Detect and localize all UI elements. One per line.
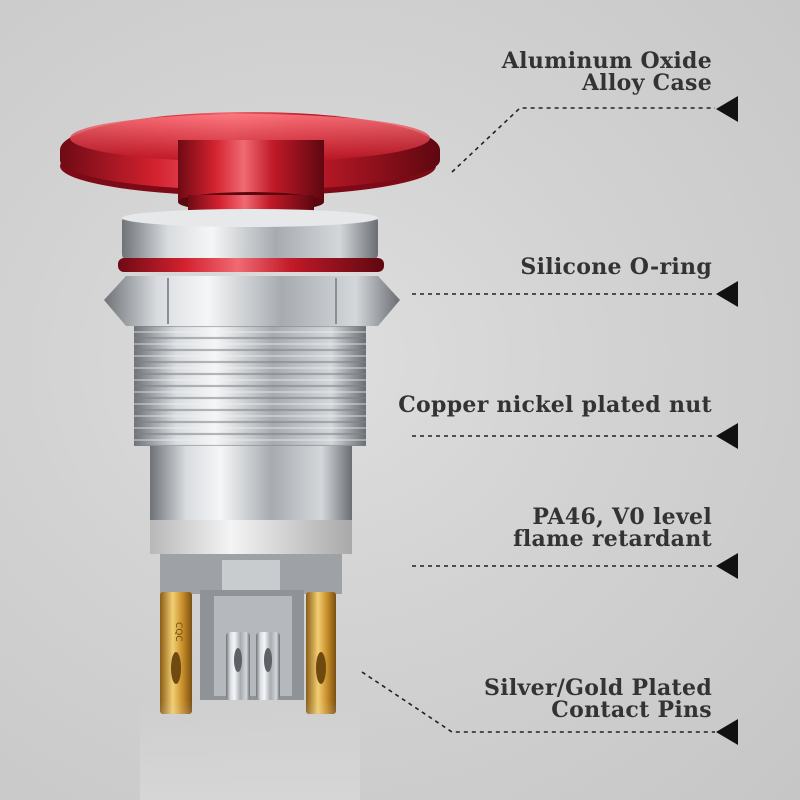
floor-reflection bbox=[140, 700, 360, 800]
callout-pins-line-1: Silver/Gold Plated bbox=[484, 675, 712, 701]
callout-case-line-2: Alloy Case bbox=[581, 70, 712, 96]
arrow-icon bbox=[716, 96, 738, 122]
callout-pins-line-2: Contact Pins bbox=[551, 697, 712, 723]
callout-oring: Silicone O-ring bbox=[520, 256, 712, 278]
callout-nut-line-1: Copper nickel plated nut bbox=[398, 392, 712, 418]
callout-leaders bbox=[361, 107, 715, 733]
callout-housing-line-1: PA46, V0 level bbox=[532, 504, 712, 530]
bezel-ring bbox=[122, 209, 378, 260]
callout-pins: Silver/Gold Plated Contact Pins bbox=[484, 677, 712, 721]
callout-case: Aluminum Oxide Alloy Case bbox=[502, 50, 712, 94]
callout-oring-line-1: Silicone O-ring bbox=[520, 254, 712, 280]
arrow-icon bbox=[716, 553, 738, 579]
arrow-icon bbox=[716, 423, 738, 449]
pin-marking: CQC bbox=[173, 622, 183, 642]
contact-pins bbox=[160, 592, 336, 714]
callout-housing: PA46, V0 level flame retardant bbox=[513, 506, 712, 550]
threaded-body bbox=[134, 326, 366, 446]
callout-nut: Copper nickel plated nut bbox=[398, 394, 712, 416]
mushroom-cap bbox=[60, 112, 440, 212]
leader-case bbox=[451, 107, 715, 173]
terminal-base bbox=[160, 554, 342, 700]
leader-pins bbox=[361, 671, 715, 733]
callout-case-line-1: Aluminum Oxide bbox=[501, 48, 712, 74]
hex-nut bbox=[104, 276, 400, 326]
arrow-icon bbox=[716, 719, 738, 745]
lower-body bbox=[150, 446, 352, 554]
o-ring bbox=[118, 258, 384, 272]
arrow-icon bbox=[716, 281, 738, 307]
callout-housing-line-2: flame retardant bbox=[513, 526, 712, 552]
